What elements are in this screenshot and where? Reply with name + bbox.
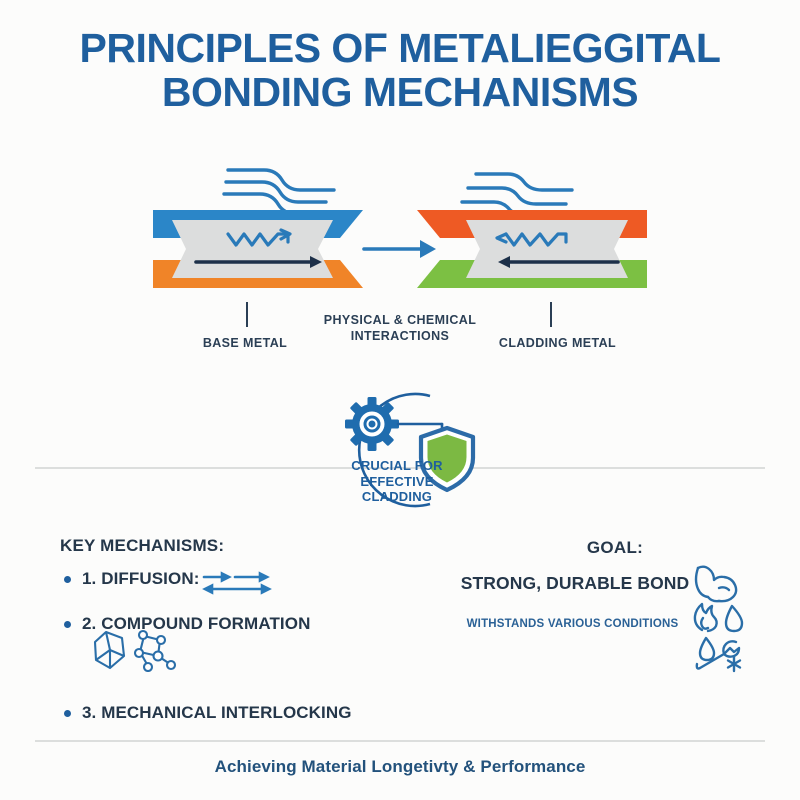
diagram-labels: BASE METAL PHYSICAL & CHEMICAL INTERACTI… — [0, 300, 800, 360]
left-squiggle-icon — [226, 228, 292, 247]
bicep-strength-icon — [694, 565, 738, 603]
crystal-molecule-icon — [92, 628, 180, 677]
gear-icon — [345, 397, 399, 451]
bullet-icon — [64, 710, 71, 717]
list-item-compound-label: 2. COMPOUND FORMATION — [82, 614, 311, 633]
base-metal-ribbon — [172, 220, 333, 278]
footer-text: Achieving Material Longetivty & Performa… — [214, 757, 586, 776]
label-interactions: PHYSICAL & CHEMICAL INTERACTIONS — [300, 312, 500, 344]
shield-icon — [418, 425, 476, 493]
list-item-interlocking-label: 3. MECHANICAL INTERLOCKING — [82, 703, 352, 722]
label-base-metal: BASE METAL — [202, 336, 288, 350]
right-squiggle-icon — [495, 232, 568, 247]
left-flow-arrow-icon — [194, 256, 322, 268]
key-mechanisms-heading: KEY MECHANISMS: — [60, 536, 225, 555]
goal-heading: GOAL: — [586, 538, 644, 557]
label-interactions-line1: PHYSICAL & CHEMICAL — [323, 313, 477, 327]
crucial-cladding-caption: CRUCIAL FOR EFFECTIVE CLADDING — [332, 458, 462, 505]
list-item-diffusion-label: 1. DIFFUSION: — [82, 569, 200, 588]
page-title: PRINCIPLES OF METALIEGGITAL BONDING MECH… — [0, 26, 800, 114]
goal-sub-text: WITHSTANDS VARIOUS CONDITIONS — [466, 618, 679, 630]
crucial-line3: CLADDING — [361, 489, 433, 504]
goal-main-text: STRONG, DURABLE BOND — [460, 573, 690, 593]
page-title-line1: PRINCIPLES OF METALIEGGITAL — [79, 25, 721, 71]
bullet-icon — [64, 576, 71, 583]
section-divider-top — [35, 467, 765, 469]
circular-arrow-icon — [357, 392, 431, 508]
list-item-compound-formation: 2. COMPOUND FORMATION — [60, 613, 400, 646]
leader-line-base — [246, 302, 248, 327]
label-interactions-line2: INTERACTIONS — [350, 329, 450, 343]
interaction-arrow-icon — [362, 240, 436, 258]
page-title-line2: BONDING MECHANISMS — [161, 69, 639, 115]
label-cladding-metal: CLADDING METAL — [498, 336, 617, 350]
conditions-icon-stack — [688, 562, 754, 679]
section-divider-bottom — [35, 740, 765, 742]
bullet-icon — [64, 621, 71, 628]
crucial-cladding-graphic — [318, 382, 498, 517]
bonding-diagram — [0, 150, 800, 310]
leader-line-cladding — [550, 302, 552, 327]
list-item-mechanical-interlocking: 3. MECHANICAL INTERLOCKING — [60, 702, 400, 735]
crucial-line2: EFFECTIVE — [360, 473, 434, 489]
metal-layers-graphic — [153, 210, 647, 288]
right-flow-arrow-icon — [498, 256, 620, 268]
list-item-diffusion: 1. DIFFUSION: — [60, 568, 400, 601]
key-mechanisms-list: 1. DIFFUSION: 2. COMPOUND FORMATION 3. M… — [60, 568, 400, 722]
fire-water-icon — [693, 602, 744, 633]
crucial-line1: CRUCIAL FOR — [351, 458, 443, 473]
cladding-metal-ribbon — [466, 220, 628, 278]
water-wrench-frost-icon — [695, 636, 742, 673]
diffusion-arrows-icon — [202, 570, 272, 601]
